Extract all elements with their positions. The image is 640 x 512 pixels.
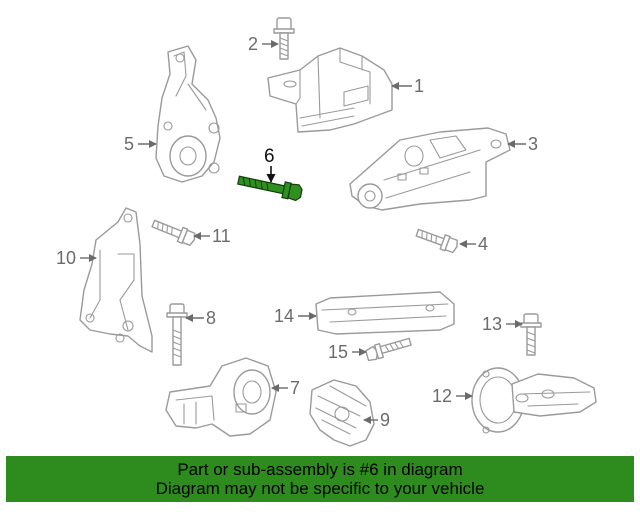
- callout-6: 6: [264, 146, 276, 183]
- part-4-bolt[interactable]: [415, 226, 460, 254]
- svg-text:7: 7: [290, 378, 300, 398]
- callout-4: 4: [459, 234, 488, 254]
- part-11-bolt[interactable]: [151, 217, 197, 247]
- part-2-bolt[interactable]: [273, 17, 295, 60]
- svg-text:8: 8: [206, 308, 216, 328]
- svg-text:5: 5: [124, 134, 134, 154]
- svg-text:1: 1: [414, 76, 424, 96]
- part-6-bolt-highlighted[interactable]: [237, 172, 303, 202]
- part-8-bolt[interactable]: [166, 303, 188, 366]
- part-14-bracket[interactable]: [315, 291, 455, 335]
- callout-8: 8: [185, 308, 216, 328]
- svg-text:13: 13: [482, 314, 502, 334]
- svg-text:12: 12: [432, 386, 452, 406]
- svg-text:2: 2: [248, 34, 258, 54]
- callout-11: 11: [193, 226, 231, 246]
- part-15-bolt[interactable]: [365, 335, 412, 362]
- callout-10: 10: [56, 248, 97, 268]
- svg-text:6: 6: [264, 146, 275, 167]
- svg-text:10: 10: [56, 248, 76, 268]
- callout-2: 2: [248, 34, 279, 54]
- banner-line-1: Part or sub-assembly is #6 in diagram: [177, 460, 463, 479]
- callout-3: 3: [507, 134, 538, 154]
- part-10-bracket[interactable]: [79, 207, 153, 353]
- part-1-engine-mount[interactable]: [267, 47, 393, 133]
- svg-text:3: 3: [528, 134, 538, 154]
- callout-13: 13: [482, 314, 523, 334]
- part-12-mount[interactable]: [471, 367, 597, 434]
- svg-text:11: 11: [212, 226, 231, 246]
- svg-text:15: 15: [328, 342, 348, 362]
- callout-1: 1: [391, 76, 424, 96]
- part-7-mount[interactable]: [165, 357, 277, 437]
- callout-15: 15: [328, 342, 367, 362]
- callout-5: 5: [124, 134, 157, 154]
- svg-text:9: 9: [380, 410, 390, 430]
- info-banner: Part or sub-assembly is #6 in diagram Di…: [6, 456, 634, 502]
- part-5-bracket[interactable]: [155, 45, 221, 183]
- callout-7: 7: [271, 378, 300, 398]
- svg-text:4: 4: [478, 234, 488, 254]
- part-3-bracket[interactable]: [349, 127, 511, 211]
- svg-text:14: 14: [274, 306, 294, 326]
- callout-12: 12: [432, 386, 473, 406]
- part-13-bolt[interactable]: [520, 313, 542, 356]
- banner-line-2: Diagram may not be specific to your vehi…: [155, 479, 485, 498]
- callout-9: 9: [363, 410, 390, 430]
- callout-14: 14: [274, 306, 317, 326]
- part-9-shield[interactable]: [309, 379, 375, 447]
